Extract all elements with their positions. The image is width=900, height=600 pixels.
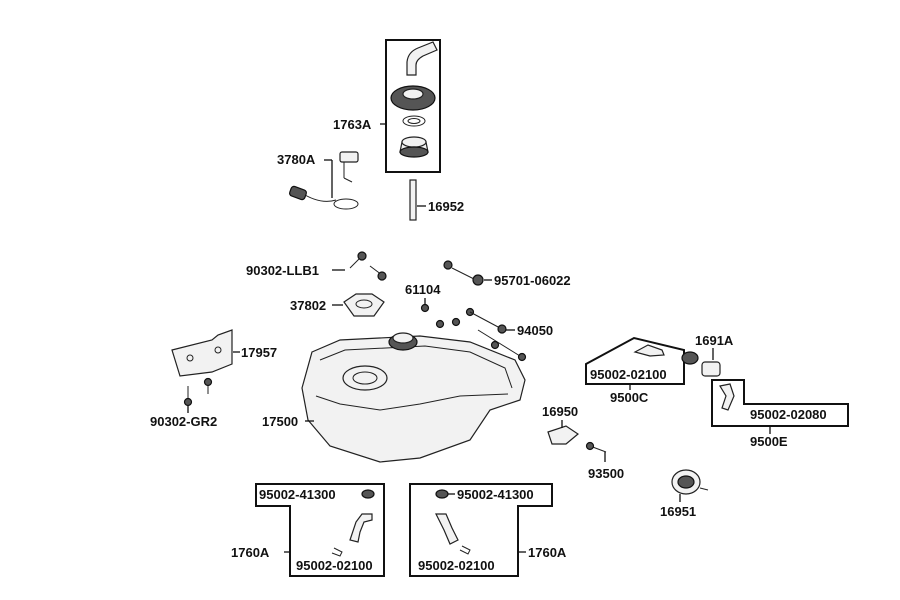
part-16951-center (677, 475, 695, 489)
label-16951: 16951 (660, 504, 696, 519)
clip-right-top (435, 489, 449, 499)
bolt-d (469, 311, 501, 329)
sender-arm-2 (343, 177, 353, 183)
label-3780A: 3780A (277, 152, 316, 167)
label-16952: 16952 (428, 199, 464, 214)
label-93500: 93500 (588, 466, 624, 481)
fuel-sender-head (339, 151, 359, 163)
label-1691A: 1691A (695, 333, 734, 348)
collar-c (451, 317, 461, 327)
label-16950: 16950 (542, 404, 578, 419)
bolt-a-head (357, 251, 367, 261)
tank-bracket (171, 329, 233, 377)
bracket-hole-b (214, 346, 222, 354)
nut-95701 (472, 274, 484, 286)
cap-gasket-inner (407, 118, 421, 124)
cap-gasket (402, 115, 426, 127)
hose-9500C (633, 344, 665, 357)
fuel-tank (301, 335, 526, 463)
label-95002-02100-right: 95002-02100 (418, 558, 495, 573)
label-1763A: 1763A (333, 117, 372, 132)
bolt-gr2-a-head (183, 397, 193, 407)
label-9500E: 9500E (750, 434, 788, 449)
clip-left-bottom (331, 547, 343, 557)
fuel-cap-top (402, 88, 424, 100)
label-95701-06022: 95701-06022 (494, 273, 571, 288)
bolt-gr2-b-head (203, 377, 213, 387)
label-37802: 37802 (290, 298, 326, 313)
label-95002-02080: 95002-02080 (750, 407, 827, 422)
collar-a (420, 303, 430, 313)
stud-16952 (409, 179, 417, 221)
group-1760A-right-box (409, 483, 553, 577)
bolt-c-head (443, 260, 453, 270)
label-9500C: 9500C (610, 390, 649, 405)
tank-sender-port (342, 365, 388, 391)
label-95002-41300-right: 95002-41300 (457, 487, 534, 502)
label-17957: 17957 (241, 345, 277, 360)
group-9500E-box (711, 379, 849, 427)
label-90302-GR2: 90302-GR2 (150, 414, 217, 429)
tank-sender-port-inner (352, 371, 378, 385)
sender-connector (289, 185, 307, 201)
hose-9500E (719, 383, 735, 411)
breather-hose (406, 41, 438, 76)
label-61104: 61104 (405, 282, 441, 297)
sender-plate (343, 293, 385, 317)
filler-neck-rim (401, 136, 427, 148)
label-17500: 17500 (262, 414, 298, 429)
collar-b (435, 319, 445, 329)
nut-94050 (497, 324, 507, 334)
fuel-valve (547, 425, 580, 445)
group-1760A-left-box (255, 483, 385, 577)
bracket-hole-a (186, 354, 194, 362)
nut-e (517, 352, 527, 362)
sender-plate-hole (355, 299, 373, 309)
clip-left-top (361, 489, 375, 499)
part-16951-screw (699, 487, 709, 491)
label-94050: 94050 (517, 323, 553, 338)
screw-93500-head (585, 441, 595, 451)
collar-e (490, 340, 500, 350)
label-95002-41300-left: 95002-41300 (259, 487, 336, 502)
bolt-e (477, 329, 521, 357)
bolt-c (451, 267, 475, 280)
label-95002-02100-a: 95002-02100 (590, 367, 667, 382)
label-90302-LLB1: 90302-LLB1 (246, 263, 319, 278)
bolt-b-head (377, 271, 387, 281)
sender-gasket (333, 198, 359, 210)
tank-filler-opening (392, 332, 414, 344)
petcock-body (701, 361, 721, 377)
filler-neck-base (399, 146, 429, 158)
tank-ridge (319, 345, 513, 389)
group-9500C-box (585, 336, 685, 385)
label-1760A-left: 1760A (231, 545, 270, 560)
fuel-cap-group-box (385, 39, 441, 173)
label-95002-02100-left: 95002-02100 (296, 558, 373, 573)
hose-right (435, 513, 459, 545)
tank-seam (315, 393, 509, 411)
label-1760A-right: 1760A (528, 545, 567, 560)
petcock-nut (681, 351, 699, 365)
clip-right-bottom (459, 545, 471, 555)
hose-left (349, 513, 373, 543)
